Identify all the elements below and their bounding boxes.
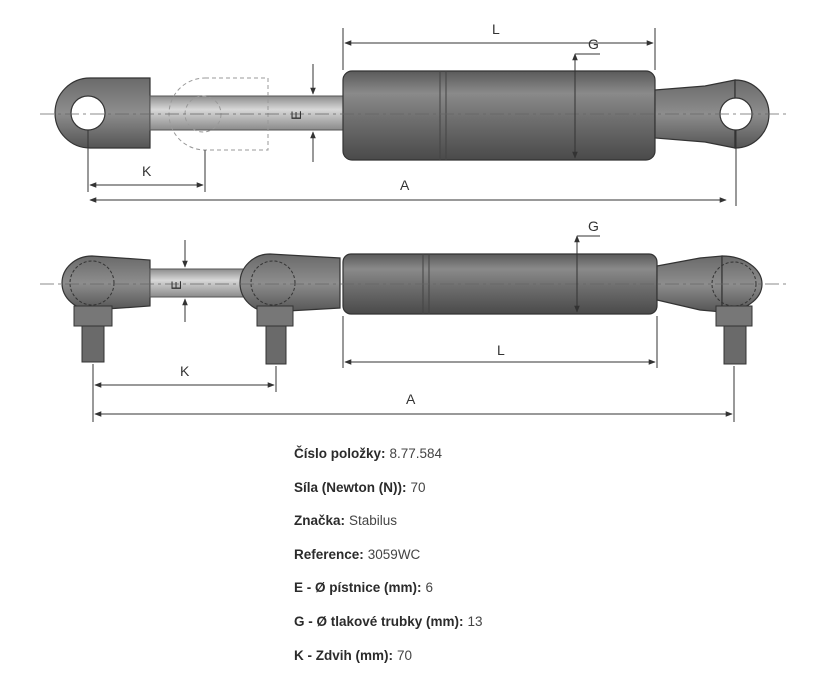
top-dim-E-label: E bbox=[288, 111, 304, 120]
bottom-dim-G-label: G bbox=[588, 218, 599, 234]
gas-spring-diagram: L G E K A bbox=[40, 21, 790, 422]
top-gas-spring: L G E K A bbox=[40, 21, 790, 206]
top-piston-rod bbox=[149, 95, 346, 131]
top-left-eye-hole bbox=[70, 95, 106, 131]
bottom-middle-ball bbox=[250, 260, 296, 306]
bottom-piston-rod bbox=[149, 268, 251, 298]
spec-row-tube-diameter: G - Ø tlakové trubky (mm):13 bbox=[294, 614, 483, 648]
top-dim-A-label: A bbox=[400, 177, 410, 193]
spec-list: Číslo položky:8.77.584 Síla (Newton (N))… bbox=[294, 446, 483, 681]
spec-label: E - Ø pístnice (mm): bbox=[294, 580, 422, 596]
spec-label: Značka: bbox=[294, 513, 346, 529]
spec-row-stroke: K - Zdvih (mm):70 bbox=[294, 648, 483, 682]
bottom-right-stud-thread bbox=[723, 325, 747, 365]
bottom-left-stud-thread bbox=[81, 325, 105, 363]
spec-label: K - Zdvih (mm): bbox=[294, 647, 393, 663]
spec-row-reference: Reference:3059WC bbox=[294, 547, 483, 581]
top-ghost-eye bbox=[168, 77, 269, 151]
spec-row-brand: Značka:Stabilus bbox=[294, 513, 483, 547]
bottom-dim-K-label: K bbox=[180, 363, 190, 379]
spec-value: 6 bbox=[425, 580, 434, 596]
spec-value: 3059WC bbox=[367, 546, 421, 562]
bottom-gas-spring: G E L K A bbox=[40, 218, 790, 422]
bottom-left-ball-socket bbox=[61, 255, 151, 311]
spec-label: G - Ø tlakové trubky (mm): bbox=[294, 613, 464, 629]
spec-value: Stabilus bbox=[349, 513, 398, 529]
bottom-right-ball bbox=[711, 261, 757, 307]
spec-label: Číslo položky: bbox=[294, 446, 386, 461]
spec-row-force: Síla (Newton (N)):70 bbox=[294, 480, 483, 514]
spec-label: Síla (Newton (N)): bbox=[294, 479, 407, 495]
bottom-dim-L-label: L bbox=[497, 342, 505, 358]
spec-row-item-number: Číslo položky:8.77.584 bbox=[294, 446, 483, 480]
top-dim-G-label: G bbox=[588, 36, 599, 52]
spec-label: Reference: bbox=[294, 546, 364, 562]
bottom-right-stud-nut bbox=[715, 305, 753, 327]
bottom-middle-stud-thread bbox=[265, 325, 287, 365]
top-cylinder bbox=[342, 70, 656, 161]
spec-value: 8.77.584 bbox=[389, 446, 443, 461]
bottom-middle-ball-socket bbox=[239, 253, 341, 313]
bottom-dim-A-label: A bbox=[406, 391, 416, 407]
top-dim-L-label: L bbox=[492, 21, 500, 37]
spec-value: 13 bbox=[467, 613, 483, 629]
bottom-left-ball bbox=[69, 260, 115, 306]
top-dim-K-label: K bbox=[142, 163, 152, 179]
bottom-middle-stud-nut bbox=[256, 305, 294, 327]
spec-value: 70 bbox=[397, 647, 413, 663]
spec-row-rod-diameter: E - Ø pístnice (mm):6 bbox=[294, 580, 483, 614]
bottom-dim-E-label: E bbox=[168, 281, 184, 290]
spec-value: 70 bbox=[410, 479, 426, 495]
bottom-left-stud-nut bbox=[73, 305, 113, 327]
